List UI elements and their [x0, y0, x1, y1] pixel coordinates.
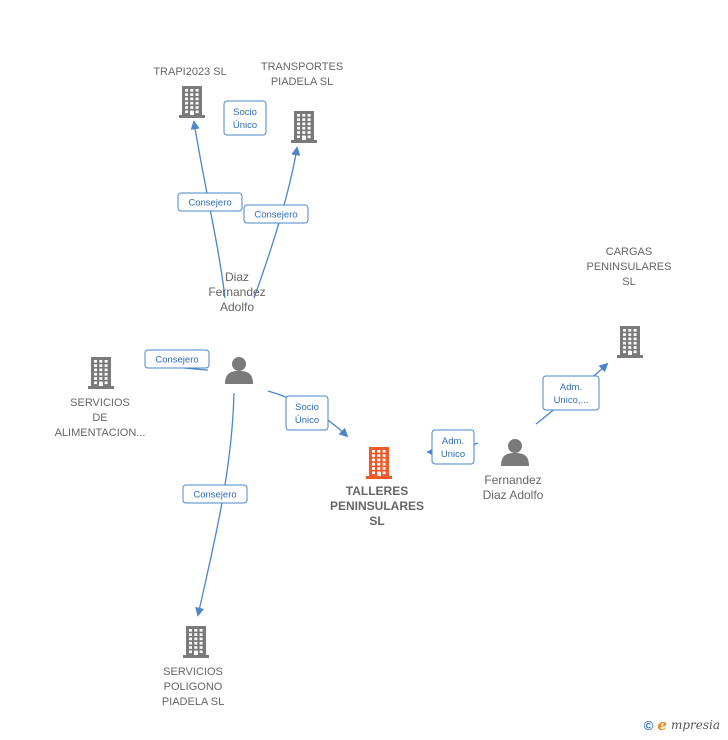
person-icon	[501, 439, 529, 466]
node-transportes[interactable]: TRANSPORTES PIADELA SL	[261, 61, 343, 143]
edge-label: Consejero	[243, 204, 309, 224]
edge-label-box	[177, 192, 243, 212]
building-icon	[183, 626, 209, 658]
edge-label-text: Consejero	[193, 490, 236, 501]
edge-label: Adm. Unico	[431, 429, 475, 465]
node-label: SERVICIOS	[70, 397, 130, 409]
edge-label: Consejero	[182, 484, 248, 504]
node-servicios-pol[interactable]: SERVICIOS POLIGONO PIADELA SL	[162, 626, 224, 708]
edge-label-text: Adm.	[560, 382, 582, 393]
edge-label-box	[182, 484, 248, 504]
edge-label-text: Socio	[295, 402, 319, 413]
building-icon	[291, 111, 317, 143]
edge-label-box	[223, 100, 267, 136]
node-label: POLIGONO	[164, 681, 223, 693]
edge-label-box	[144, 349, 210, 369]
edge-label-text: Socio	[233, 107, 257, 118]
edge-label-box	[243, 204, 309, 224]
edge-label-text: Consejero	[254, 210, 297, 221]
edge-label-box	[285, 395, 329, 431]
edge-label: Consejero	[177, 192, 243, 212]
node-label: Diaz	[225, 270, 249, 284]
node-label: SL	[369, 514, 384, 528]
brand-name: mpresia	[670, 718, 720, 732]
node-label: Diaz Adolfo	[483, 488, 544, 502]
node-label: CARGAS	[606, 246, 652, 258]
node-label: TRANSPORTES	[261, 61, 343, 73]
building-icon	[179, 86, 205, 118]
node-label: SERVICIOS	[163, 666, 223, 678]
node-label: PENINSULARES	[330, 499, 424, 513]
node-cargas[interactable]: CARGAS PENINSULARES SL	[587, 246, 672, 358]
building-icon	[617, 326, 643, 358]
node-label: DE	[92, 412, 107, 424]
edge-line	[195, 392, 235, 617]
edge-label-text: Consejero	[155, 355, 198, 366]
node-label: Fernandez	[484, 473, 541, 487]
node-label: Fernandez	[208, 285, 265, 299]
node-label: PIADELA SL	[271, 76, 333, 88]
node-trapi[interactable]: TRAPI2023 SL	[153, 66, 227, 118]
copyright-icon: ©	[643, 717, 654, 733]
node-label: TRAPI2023 SL	[153, 66, 226, 78]
node-label: TALLERES	[346, 484, 408, 498]
edge-label-text: Consejero	[188, 198, 231, 209]
person-icon	[225, 357, 253, 384]
edge-label-text: Único	[295, 415, 319, 426]
edge-label-text: Único	[233, 120, 257, 131]
node-label: PIADELA SL	[162, 696, 224, 708]
edge-label-text: Unico,...	[554, 395, 589, 406]
edge-label-text: Adm.	[442, 436, 464, 447]
brand-logo-initial: e	[657, 716, 667, 734]
node-label: PENINSULARES	[587, 261, 672, 273]
building-icon	[366, 447, 392, 479]
node-label: SL	[622, 276, 635, 288]
node-label: ALIMENTACION...	[55, 427, 146, 439]
node-label: Adolfo	[220, 300, 254, 314]
node-servicios-alim[interactable]: SERVICIOS DE ALIMENTACION...	[55, 357, 146, 439]
edge-label: Adm. Unico,...	[542, 375, 600, 411]
building-icon	[88, 357, 114, 389]
edge-label-box	[542, 375, 600, 411]
edge-label-text: Unico	[441, 449, 465, 460]
edge-line	[190, 120, 226, 299]
edge-label: Consejero	[144, 349, 210, 369]
edge-label-box	[431, 429, 475, 465]
